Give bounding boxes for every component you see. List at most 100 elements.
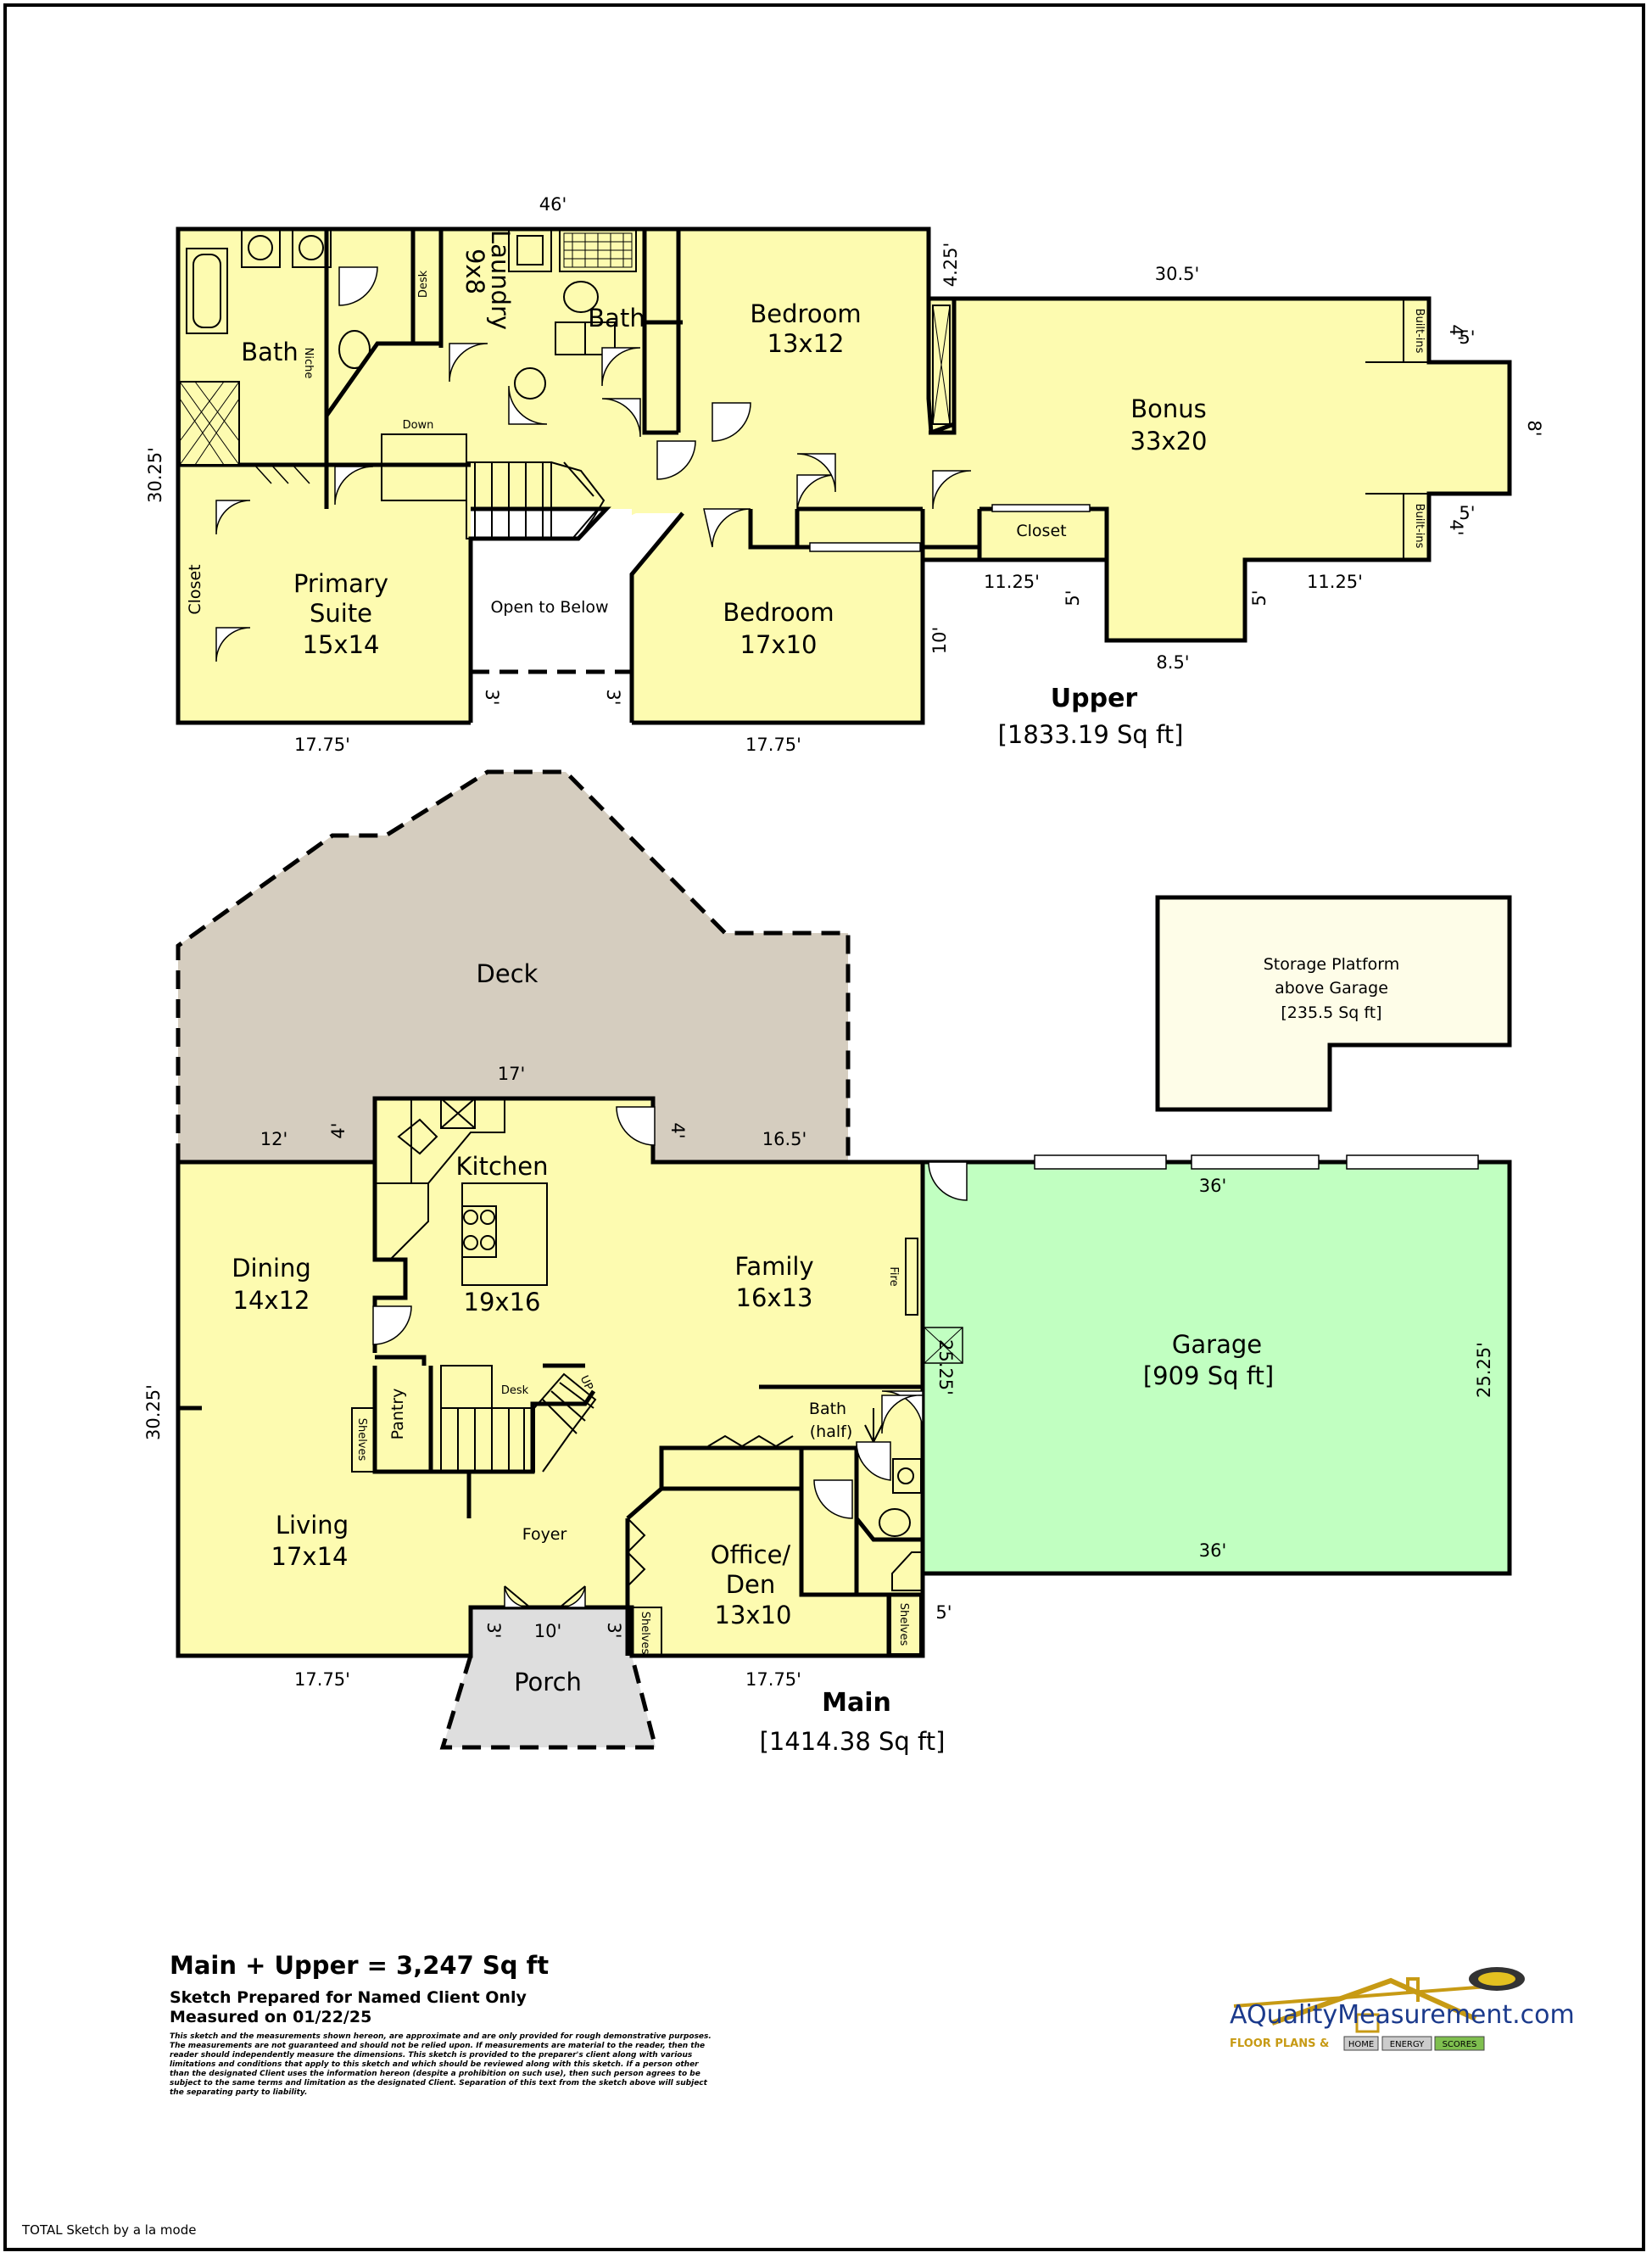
dim-step-5a: 5': [1063, 590, 1083, 606]
porch-area: [443, 1607, 656, 1747]
room-bath-hall: Bath: [588, 304, 645, 333]
dim-upper-bottom-left: 17.75': [294, 735, 350, 755]
room-bedroom-2: Bedroom: [723, 598, 834, 627]
room-kitchen-size: 19x16: [464, 1288, 541, 1316]
dim-upper-bottom-right: 17.75': [745, 735, 801, 755]
dim-bonus-top: 30.5': [1155, 264, 1200, 284]
shelves-office-label: Shelves: [897, 1603, 910, 1646]
room-bath-primary: Bath: [241, 338, 298, 366]
dim-upper-left: 30.25': [145, 447, 165, 503]
garage-door: [1191, 1154, 1320, 1170]
dim-porch-10: 10': [534, 1621, 562, 1641]
toilet-icon: [879, 1508, 911, 1537]
company-logo: AQualityMeasurement.com FLOOR PLANS & HO…: [1230, 1967, 1575, 2051]
stairs-down-label: Down: [403, 419, 434, 432]
dim-main-bottom-right: 17.75': [745, 1669, 801, 1690]
dim-bump-4: 4': [1446, 324, 1466, 340]
dim-bed-right: 10': [929, 627, 950, 655]
shelves-pantry: [351, 1407, 376, 1473]
total-area: Main + Upper = 3,247 Sq ft: [170, 1951, 550, 1980]
room-half-bath-2: (half): [810, 1422, 852, 1441]
room-laundry: Laundry: [486, 230, 515, 330]
porch-outline: [439, 1655, 659, 1750]
deck-area: [178, 772, 848, 1162]
dim-porch-3b: 3': [604, 1622, 624, 1638]
closet-rod: [932, 305, 951, 425]
logo-wordmark: AQualityMeasurement.com: [1230, 2000, 1575, 2030]
logo-tagline-1: FLOOR PLANS &: [1230, 2037, 1329, 2050]
upper-floor-title: Upper: [1051, 684, 1138, 713]
dim-notch-h: 4.25': [940, 243, 961, 288]
dim-garage-top: 36': [1199, 1176, 1227, 1196]
room-bonus: Bonus: [1130, 394, 1207, 423]
shelves-foyer-label: Shelves: [639, 1612, 651, 1655]
niche-label: Niche: [302, 348, 315, 379]
garage-label: Garage: [1172, 1330, 1262, 1359]
builtins-top-label: Built-ins: [1413, 309, 1426, 354]
dim-bonus-bl: 11.25': [984, 572, 1040, 592]
dim-porch-3a: 3': [483, 1622, 504, 1638]
garage-area: [920, 1160, 1512, 1576]
page-border: [3, 3, 1645, 2251]
room-bonus-size: 33x20: [1130, 427, 1208, 456]
builtins-bottom-label: Built-ins: [1413, 504, 1426, 549]
shelves-foyer: [631, 1607, 662, 1657]
summary-block: Main + Upper = 3,247 Sq ft Sketch Prepar…: [170, 1951, 729, 2098]
dim-deck-4a: 4': [328, 1122, 349, 1138]
bifold-door: [809, 542, 921, 552]
upper-bath-fixtures: [179, 228, 951, 466]
fire-label: Fire: [887, 1266, 900, 1286]
dim-garage-left: 25.25': [935, 1339, 956, 1395]
room-living-size: 17x14: [271, 1542, 349, 1571]
water-heater-icon: [891, 1551, 924, 1591]
software-credit: TOTAL Sketch by a la mode: [22, 2222, 197, 2238]
bifold-door: [991, 504, 1091, 512]
desk-label: Desk: [417, 270, 430, 298]
main-outer-wall: [176, 1096, 925, 1658]
storage-platform: [1155, 895, 1512, 1112]
dim-gap-3b: 3': [603, 689, 623, 705]
room-dining: Dining: [232, 1254, 311, 1283]
desk-label-main: Desk: [501, 1384, 529, 1397]
main-stairs: [440, 1365, 597, 1473]
logo-tagline-3: ENERGY: [1390, 2040, 1425, 2049]
prepared-note: Sketch Prepared for Named Client Only: [170, 1988, 527, 2007]
kitchen-counters: [375, 1098, 505, 1260]
room-closet-bonus: Closet: [1016, 522, 1066, 540]
main-floor-area: [1414.38 Sq ft]: [760, 1727, 946, 1756]
room-dining-size: 14x12: [233, 1286, 310, 1315]
upper-closet-walls: [1365, 299, 1429, 560]
room-half-bath: Bath: [809, 1400, 846, 1418]
logo-tagline-2: HOME: [1348, 2040, 1374, 2049]
main-doors: [372, 1106, 968, 1608]
stairs-up-label: UP: [578, 1373, 595, 1392]
bathtub-icon: [186, 248, 228, 334]
dim-garage-right: 25.25': [1474, 1342, 1494, 1398]
room-bedroom-1: Bedroom: [750, 299, 861, 328]
cooktop-icon: [461, 1205, 497, 1258]
open-to-below-label: Open to Below: [490, 598, 608, 617]
room-office: Office/: [711, 1540, 791, 1569]
dim-bonus-bottom: 8.5': [1156, 652, 1189, 673]
dim-deck-12: 12': [260, 1129, 288, 1149]
garage-door: [1346, 1154, 1479, 1170]
dim-bump-5: 5': [1459, 327, 1475, 348]
main-floor: Deck Kitchen 19x16 Dining 14x12 Family 1…: [143, 769, 1512, 1756]
room-primary-suite: Primary: [293, 569, 388, 598]
fireplace-icon: [905, 1238, 918, 1316]
upper-doors: [215, 266, 972, 662]
dim-deck-4b: 4': [667, 1122, 688, 1138]
storage-label-2: above Garage: [1275, 979, 1388, 998]
room-bedroom-1-size: 13x12: [767, 329, 845, 358]
disclaimer-text: This sketch and the measurements shown h…: [170, 2032, 712, 2097]
dim-office-5: 5': [935, 1602, 952, 1623]
upper-floor-area: [1833.19 Sq ft]: [998, 720, 1184, 749]
dim-main-bottom-left: 17.75': [294, 1669, 350, 1690]
toilet-icon: [563, 281, 599, 313]
shelves-pantry-label: Shelves: [355, 1418, 368, 1462]
garage-door: [1034, 1154, 1167, 1170]
dim-upper-top: 46': [539, 194, 567, 215]
room-foyer: Foyer: [522, 1525, 567, 1544]
dryer-icon: [559, 228, 637, 272]
